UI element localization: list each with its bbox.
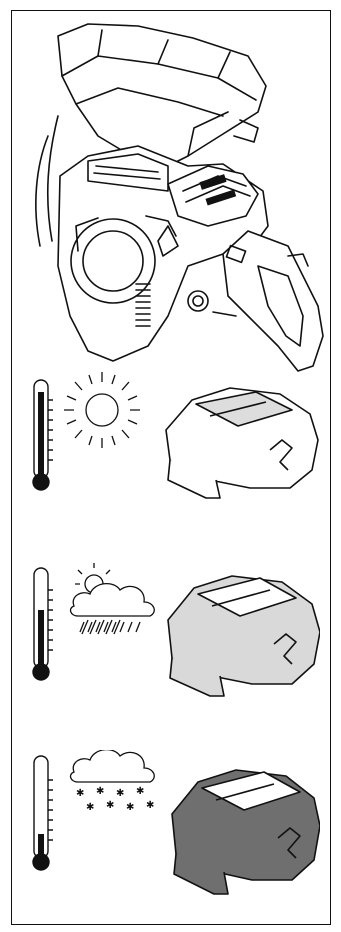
svg-text:✱: ✱: [96, 786, 104, 797]
sun-icon: [64, 372, 140, 448]
air-intake-cover-intermediate: [168, 576, 320, 696]
chainsaw-illustration: [18, 16, 328, 386]
row-cool: [30, 560, 320, 700]
thermometer-icon: [33, 568, 53, 680]
svg-text:✱: ✱: [106, 800, 114, 811]
thermometer-icon: [33, 756, 53, 870]
air-intake-cover-winter: [172, 770, 320, 894]
rain-cloud-sun-icon: [71, 563, 155, 634]
svg-text:✱: ✱: [76, 788, 84, 799]
row-warm: [30, 370, 320, 500]
svg-text:✱: ✱: [146, 800, 154, 811]
svg-text:✱: ✱: [126, 802, 134, 813]
snow-cloud-icon: ✱✱✱✱ ✱✱✱✱: [71, 750, 155, 813]
svg-text:✱: ✱: [136, 786, 144, 797]
svg-text:✱: ✱: [86, 802, 94, 813]
thermometer-icon: [33, 380, 53, 490]
row-cold: ✱✱✱✱ ✱✱✱✱: [30, 750, 320, 900]
air-intake-cover-summer: [166, 388, 318, 498]
svg-text:✱: ✱: [116, 788, 124, 799]
